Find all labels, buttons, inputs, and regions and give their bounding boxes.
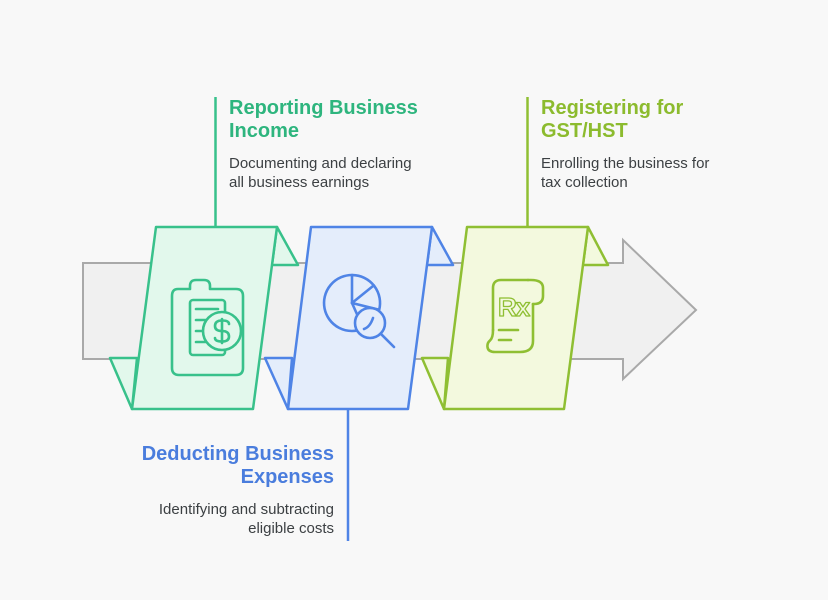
prescription-scroll-icon: Rx [486,278,545,354]
rx-glyph: Rx [498,292,531,322]
step-label-reporting-income: Reporting Business Income Documenting an… [229,97,429,192]
step-title: Reporting Business Income [229,97,418,142]
clipboard-dollar-icon [170,278,245,377]
step-band-registering-gst [420,225,610,411]
step-description: Identifying and subtracting eligible cos… [158,501,334,537]
pie-chart-magnifier-icon [322,273,396,349]
step-description: Enrolling the business for tax collectio… [541,155,710,191]
step-label-deducting-expenses: Deducting Business Expenses Identifying … [124,443,334,538]
step-band-reporting-income [108,225,300,411]
step-label-registering-gst: Registering for GST/HST Enrolling the bu… [541,97,741,192]
step-title: Deducting Business Expenses [141,443,334,488]
step-title: Registering for GST/HST [541,97,684,142]
step-description: Documenting and declaring all business e… [229,155,412,191]
